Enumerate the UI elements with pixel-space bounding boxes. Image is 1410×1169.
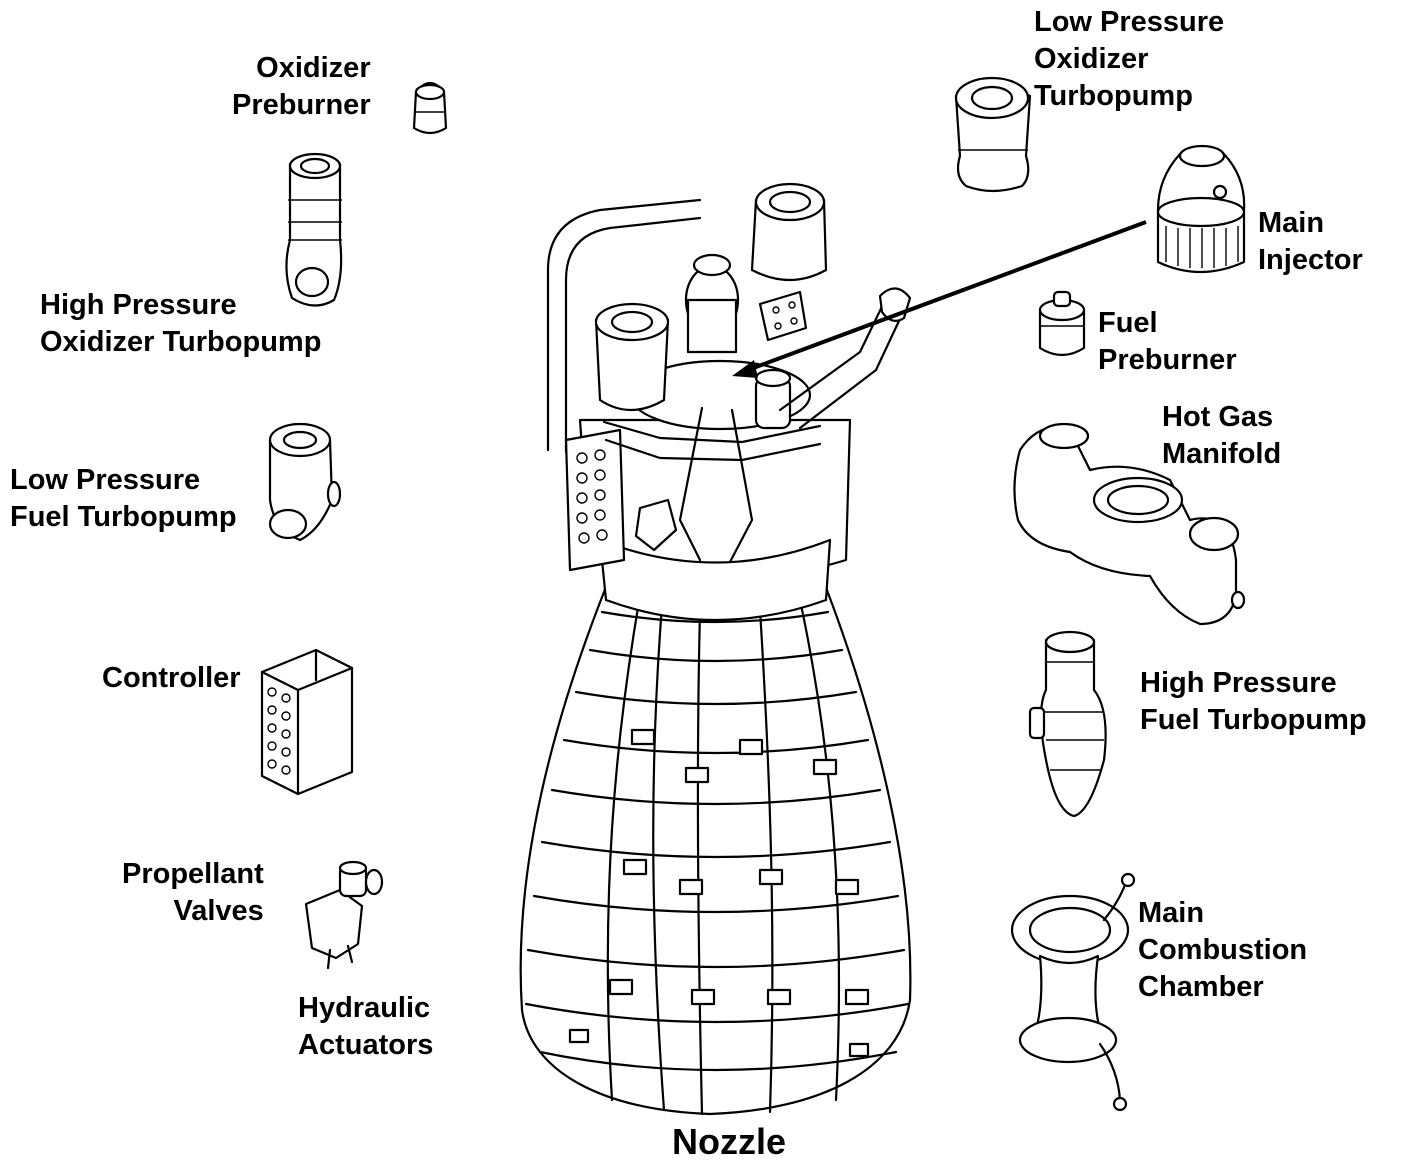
label-nozzle: Nozzle	[672, 1122, 786, 1162]
label-controller: Controller	[102, 660, 241, 697]
label-main-combustion-chamber: Main Combustion Chamber	[1138, 895, 1307, 1006]
label-hot-gas-manifold: Hot Gas Manifold	[1162, 399, 1281, 473]
main-combustion-chamber-drawing	[1012, 874, 1134, 1110]
label-low-pressure-fuel-turbopump: Low Pressure Fuel Turbopump	[10, 462, 237, 536]
label-main-injector: Main Injector	[1258, 205, 1363, 279]
label-hydraulic-actuators: Hydraulic Actuators	[298, 990, 433, 1064]
nozzle-drawing	[521, 572, 911, 1114]
fuel-preburner-drawing	[1040, 292, 1084, 355]
label-fuel-preburner: Fuel Preburner	[1098, 305, 1237, 379]
label-low-pressure-oxidizer-turbopump: Low Pressure Oxidizer Turbopump	[1034, 4, 1224, 115]
label-oxidizer-preburner: Oxidizer Preburner	[232, 50, 371, 124]
label-high-pressure-oxidizer-turbopump: High Pressure Oxidizer Turbopump	[40, 287, 321, 361]
controller-drawing	[262, 650, 352, 794]
powerhead-drawing	[548, 184, 910, 620]
lpotp-drawing	[956, 78, 1030, 191]
lpftp-drawing	[270, 424, 340, 540]
main-injector-drawing	[1158, 146, 1244, 272]
hpftp-drawing	[1030, 632, 1106, 816]
propellant-valves-drawing	[306, 862, 382, 968]
label-high-pressure-fuel-turbopump: High Pressure Fuel Turbopump	[1140, 665, 1367, 739]
oxidizer-preburner-drawing	[414, 83, 446, 133]
label-propellant-valves: Propellant Valves	[122, 856, 264, 930]
hpotp-drawing	[286, 154, 342, 306]
